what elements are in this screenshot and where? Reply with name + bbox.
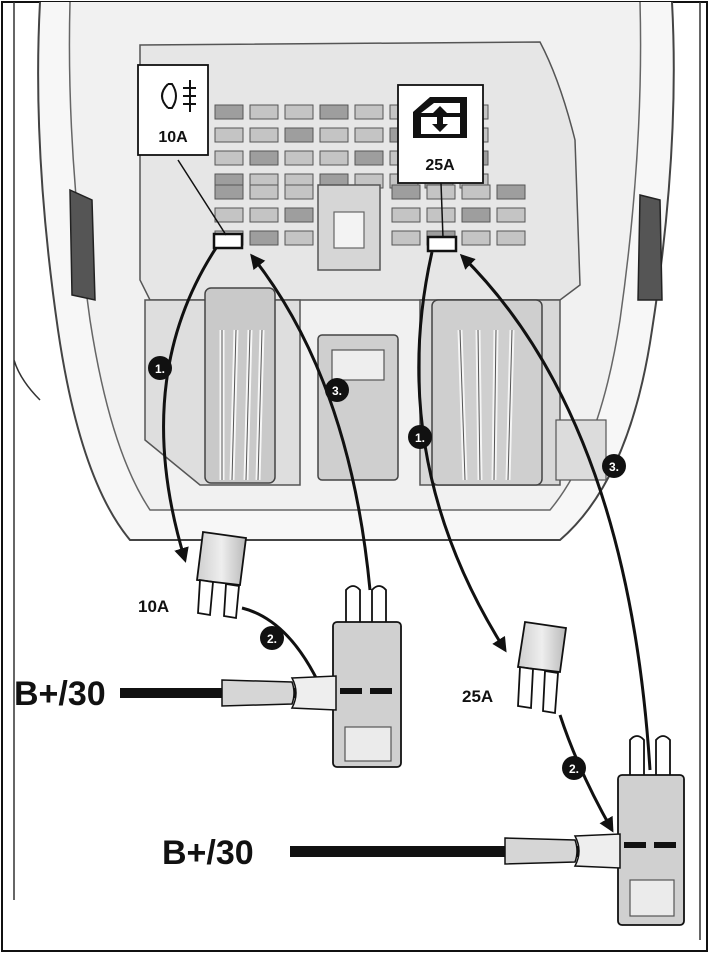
svg-text:3.: 3. bbox=[609, 460, 619, 474]
connector-right-plug bbox=[432, 300, 542, 485]
supply-label-right: B+/30 bbox=[162, 834, 254, 872]
fuse-slot-top bbox=[355, 128, 383, 142]
fuse-slot-right bbox=[392, 231, 420, 245]
svg-text:1.: 1. bbox=[415, 431, 425, 445]
svg-text:2.: 2. bbox=[267, 632, 277, 646]
fuse-slot-top bbox=[355, 151, 383, 165]
fuse-slot-top bbox=[320, 128, 348, 142]
supply-label-left: B+/30 bbox=[14, 675, 106, 713]
fuse-slot-left bbox=[250, 208, 278, 222]
relay-right bbox=[556, 420, 606, 480]
fuse-slot-top bbox=[320, 105, 348, 119]
fuse-slot-top bbox=[250, 151, 278, 165]
fuse-slot-right bbox=[392, 208, 420, 222]
fuse-slot-left bbox=[215, 208, 243, 222]
step-right-1: 1. bbox=[408, 425, 432, 449]
step-left-2: 2. bbox=[260, 626, 284, 650]
step-left-1: 1. bbox=[148, 356, 172, 380]
fuse-slot-right bbox=[427, 208, 455, 222]
right-latch bbox=[638, 195, 662, 300]
step-left-3: 3. bbox=[325, 378, 349, 402]
target-slot-right bbox=[428, 237, 456, 251]
fuse-slot-top bbox=[285, 151, 313, 165]
step-right-2: 2. bbox=[562, 756, 586, 780]
target-slot-left bbox=[214, 234, 242, 248]
fuse-slot-top bbox=[215, 151, 243, 165]
fuse-slot-top bbox=[355, 105, 383, 119]
fuse-slot-left bbox=[215, 185, 243, 199]
svg-text:2.: 2. bbox=[569, 762, 579, 776]
fuse-slot-right bbox=[462, 208, 490, 222]
fuse-slot-left bbox=[285, 208, 313, 222]
fuse-label-left: 10A bbox=[138, 597, 169, 616]
connector-left-plug bbox=[205, 288, 275, 483]
fuse-slot-top bbox=[250, 128, 278, 142]
fuse-slot-right bbox=[462, 185, 490, 199]
fuse-slot-right bbox=[392, 185, 420, 199]
relay-socket bbox=[334, 212, 364, 248]
fuse-slot-top bbox=[250, 105, 278, 119]
callout-right-rating: 25A bbox=[425, 157, 455, 174]
fuse-slot-left bbox=[250, 185, 278, 199]
fuse-slot-top bbox=[215, 128, 243, 142]
fuse-slot-left bbox=[285, 231, 313, 245]
step-right-3: 3. bbox=[602, 454, 626, 478]
svg-text:1.: 1. bbox=[155, 362, 165, 376]
left-latch bbox=[70, 190, 95, 300]
fuse-slot-top bbox=[320, 151, 348, 165]
fuse-slot-right bbox=[462, 231, 490, 245]
fuse-slot-right bbox=[497, 185, 525, 199]
svg-text:3.: 3. bbox=[332, 384, 342, 398]
fuse-slot-right bbox=[497, 231, 525, 245]
fuse-slot-left bbox=[250, 231, 278, 245]
fuse-slot-left bbox=[285, 185, 313, 199]
fuse-slot-top bbox=[215, 105, 243, 119]
fuse-label-right: 25A bbox=[462, 687, 493, 706]
callout-left-rating: 10A bbox=[158, 129, 188, 146]
fuse-slot-right bbox=[497, 208, 525, 222]
fuse-slot-top bbox=[285, 128, 313, 142]
fuse-slot-top bbox=[285, 105, 313, 119]
